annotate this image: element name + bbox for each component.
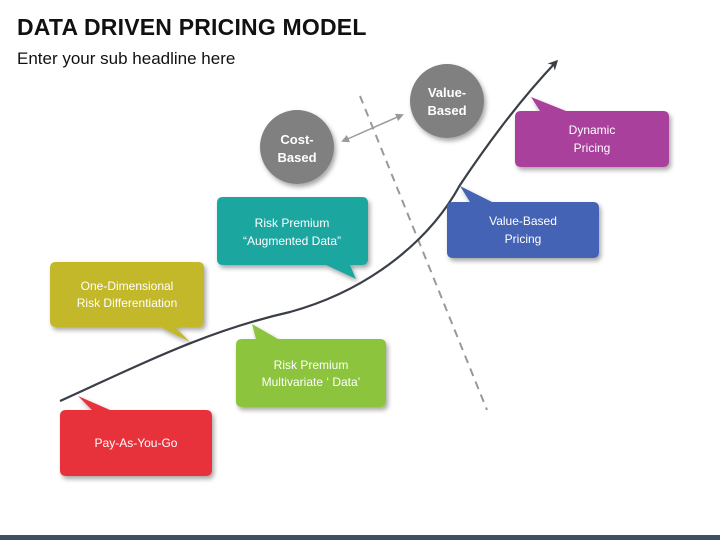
growth-curve-arrow — [59, 59, 559, 403]
cost-based-label-line1: Cost- — [280, 132, 313, 147]
page-subtitle: Enter your sub headline here — [17, 49, 236, 68]
risk-premium-multivariate-label-line1: Risk Premium — [274, 358, 349, 372]
value-based-pricing-label-line2: Pricing — [505, 232, 542, 246]
value-based-pricing-bubble — [447, 186, 599, 258]
risk-premium-multivariate-label-line2: Multivariate ‘ Data’ — [262, 375, 361, 389]
value-based-circle — [410, 64, 484, 138]
pay-as-you-go-bubble — [60, 396, 212, 476]
footer-bar — [0, 535, 720, 540]
dynamic-pricing-bubble — [515, 97, 669, 167]
one-dimensional-label-line2: Risk Differentiation — [77, 296, 178, 310]
one-dimensional-label-line1: One-Dimensional — [81, 279, 174, 293]
page-title: DATA DRIVEN PRICING MODEL — [17, 14, 367, 40]
risk-premium-augmented-label-line2: “Augmented Data” — [243, 234, 341, 248]
risk-premium-multivariate-bubble — [236, 324, 386, 407]
value-based-pricing-label-line1: Value-Based — [489, 214, 557, 228]
one-dimensional-bubble — [50, 262, 204, 342]
risk-premium-augmented-bubble — [217, 197, 368, 279]
risk-premium-augmented-label-line1: Risk Premium — [255, 216, 330, 230]
divider-dashed-line — [359, 95, 488, 411]
dynamic-pricing-label-line2: Pricing — [574, 141, 611, 155]
value-based-label-line1: Value- — [428, 85, 466, 100]
dynamic-pricing-label-line1: Dynamic — [569, 123, 616, 137]
comparison-arrow — [341, 113, 404, 143]
value-based-label-line2: Based — [427, 103, 466, 118]
pay-as-you-go-label: Pay-As-You-Go — [95, 436, 178, 450]
cost-based-circle — [260, 110, 334, 184]
cost-based-label-line2: Based — [277, 150, 316, 165]
